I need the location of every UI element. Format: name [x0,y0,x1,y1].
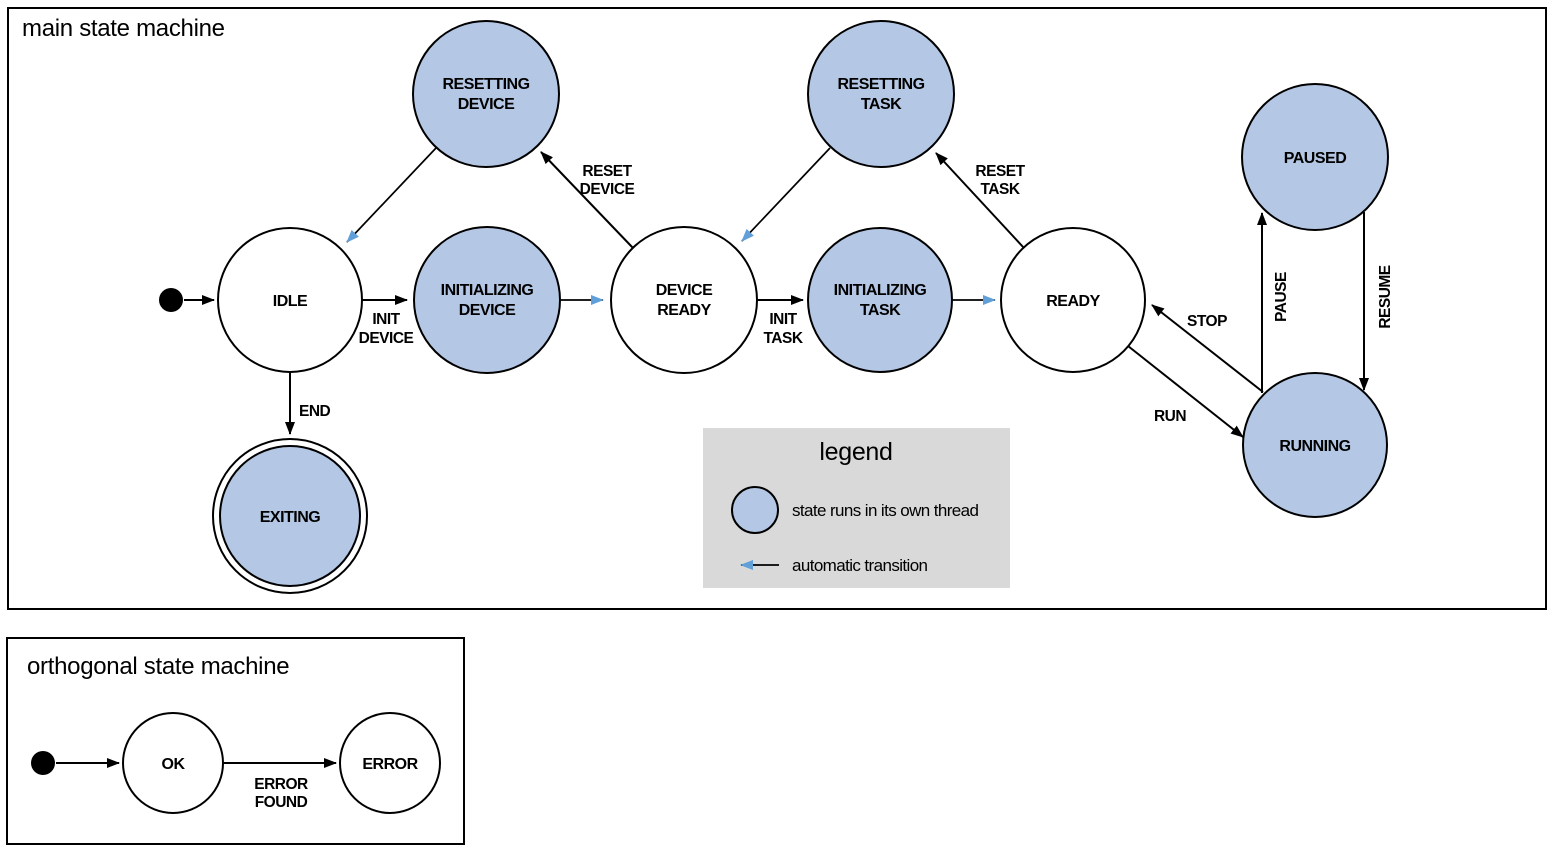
state-ready [1000,227,1146,373]
transition-label-error-found-line1: ERROR [254,776,308,793]
transition-device-ready-to-resetting-device [540,151,634,249]
transition-label-error-found-line2: FOUND [255,794,308,811]
auto-transition-resetting-device-to-idle [346,147,437,243]
state-label-initializing-device-line2: DEVICE [459,302,516,319]
transition-label-reset-task-line1: RESET [975,163,1025,180]
state-label-running: RUNNING [1279,438,1350,455]
main-state-machine-panel: main state machine INIT DEVICE RESET DEV… [7,7,1547,610]
state-label-error: ERROR [362,756,418,773]
orthogonal-state-machine-panel: orthogonal state machine OK ERROR FOUND … [6,637,465,845]
initial-state-dot [159,288,183,312]
transition-running-to-ready [1151,304,1264,393]
state-label-ok: OK [162,756,186,773]
state-initializing-task [807,227,953,373]
state-initializing-device [413,226,561,374]
state-ok [122,712,224,814]
state-label-exiting: EXITING [260,509,321,526]
legend-thread-item-label: state runs in its own thread [792,501,979,520]
transition-label-resume: RESUME [1377,265,1394,328]
orthogonal-initial-state-dot [31,751,55,775]
state-label-initializing-task-line1: INITIALIZING [834,282,927,299]
state-idle [217,227,363,373]
auto-transition-resetting-task-to-device-ready [741,147,831,242]
transition-label-init-device-line2: DEVICE [359,330,414,347]
state-error [339,712,441,814]
main-transitions: INIT DEVICE RESET DEVICE INIT TASK RESET… [184,147,1394,438]
transition-ready-to-resetting-task [935,152,1025,249]
state-device-ready [610,226,758,374]
state-paused [1241,83,1389,231]
state-label-initializing-device-line1: INITIALIZING [441,282,534,299]
state-label-device-ready-line2: READY [657,302,711,319]
main-states: RESETTING DEVICE RESETTING TASK PAUSED I… [159,20,1389,594]
transition-label-reset-device-line1: RESET [582,163,632,180]
state-label-idle: IDLE [273,293,308,310]
transition-label-init-task-line1: INIT [769,311,797,328]
transition-label-pause: PAUSE [1273,272,1290,322]
state-running [1242,372,1388,518]
transition-label-stop: STOP [1187,313,1227,330]
state-label-initializing-task-line2: TASK [860,302,901,319]
legend-thread-state-icon [731,486,779,534]
state-label-resetting-task-line1: RESETTING [837,76,924,93]
state-label-resetting-task-line2: TASK [861,96,902,113]
transition-label-reset-task-line2: TASK [980,181,1020,198]
transition-label-run: RUN [1154,408,1186,425]
state-label-resetting-device-line2: DEVICE [458,96,515,113]
legend-title: legend [819,438,892,466]
state-resetting-task [807,20,955,168]
transition-label-end: END [299,403,331,420]
transition-label-init-device-line1: INIT [372,311,400,328]
legend: legend state runs in its own thread auto… [703,428,1010,588]
state-label-ready: READY [1046,293,1100,310]
state-label-device-ready-line1: DEVICE [656,282,713,299]
transition-label-reset-device-line2: DEVICE [580,181,635,198]
transition-ready-to-running [1127,345,1244,438]
state-resetting-device [412,20,560,168]
transition-label-init-task-line2: TASK [763,330,803,347]
main-panel-title: main state machine [22,15,225,42]
state-label-resetting-device-line1: RESETTING [442,76,529,93]
state-label-paused: PAUSED [1284,150,1347,167]
legend-auto-item-label: automatic transition [792,556,928,575]
state-exiting [219,445,361,587]
orthogonal-panel-title: orthogonal state machine [27,653,289,680]
